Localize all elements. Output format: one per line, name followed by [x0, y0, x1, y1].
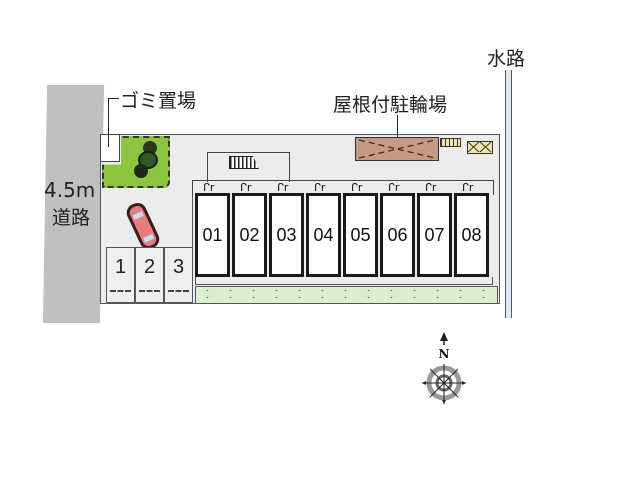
bike-parking-leader-line [397, 115, 398, 148]
tree-icon [134, 164, 148, 178]
unit-06: 06 [380, 193, 415, 277]
door-icon: ᒋr [314, 181, 326, 194]
garbage-label: ゴミ置場 [120, 90, 197, 112]
door-icon: ᒋr [240, 181, 252, 194]
bike-parking-label: 屋根付駐輪場 [333, 94, 448, 116]
lawn [195, 286, 498, 304]
bike-parking-roof [355, 137, 439, 161]
bicycle-rack-icon [440, 138, 461, 147]
balcony-strip [195, 277, 493, 285]
road-width-label: 4.5m [44, 178, 96, 202]
door-icon: ᒋr [277, 181, 289, 194]
unit-03: 03 [269, 193, 304, 277]
parking-space-2: 2 [135, 247, 164, 303]
waterway [505, 70, 512, 318]
compass-icon: N [418, 332, 470, 410]
corridor [192, 180, 494, 195]
unit-05: 05 [343, 193, 378, 277]
waterway-label: 水路 [487, 48, 526, 70]
garbage-leader-line [108, 98, 119, 147]
door-icon: ᒋr [388, 181, 400, 194]
unit-07: 07 [417, 193, 452, 277]
door-icon: ᒋr [351, 181, 363, 194]
parking-space-3: 3 [164, 247, 193, 303]
unit-04: 04 [306, 193, 341, 277]
door-icon: ᒋr [425, 181, 437, 194]
unit-08: 08 [454, 193, 489, 277]
door-icon: ᒋr [203, 181, 215, 194]
door-icon: ᒋr [462, 181, 474, 194]
utility-box-icon [467, 141, 493, 154]
road-label: 道路 [52, 207, 91, 229]
parking-space-1: 1 [106, 247, 135, 303]
garbage-station [100, 134, 120, 162]
unit-02: 02 [232, 193, 267, 277]
stair-block [207, 152, 290, 182]
unit-01: 01 [195, 193, 230, 277]
svg-text:N: N [439, 347, 450, 361]
